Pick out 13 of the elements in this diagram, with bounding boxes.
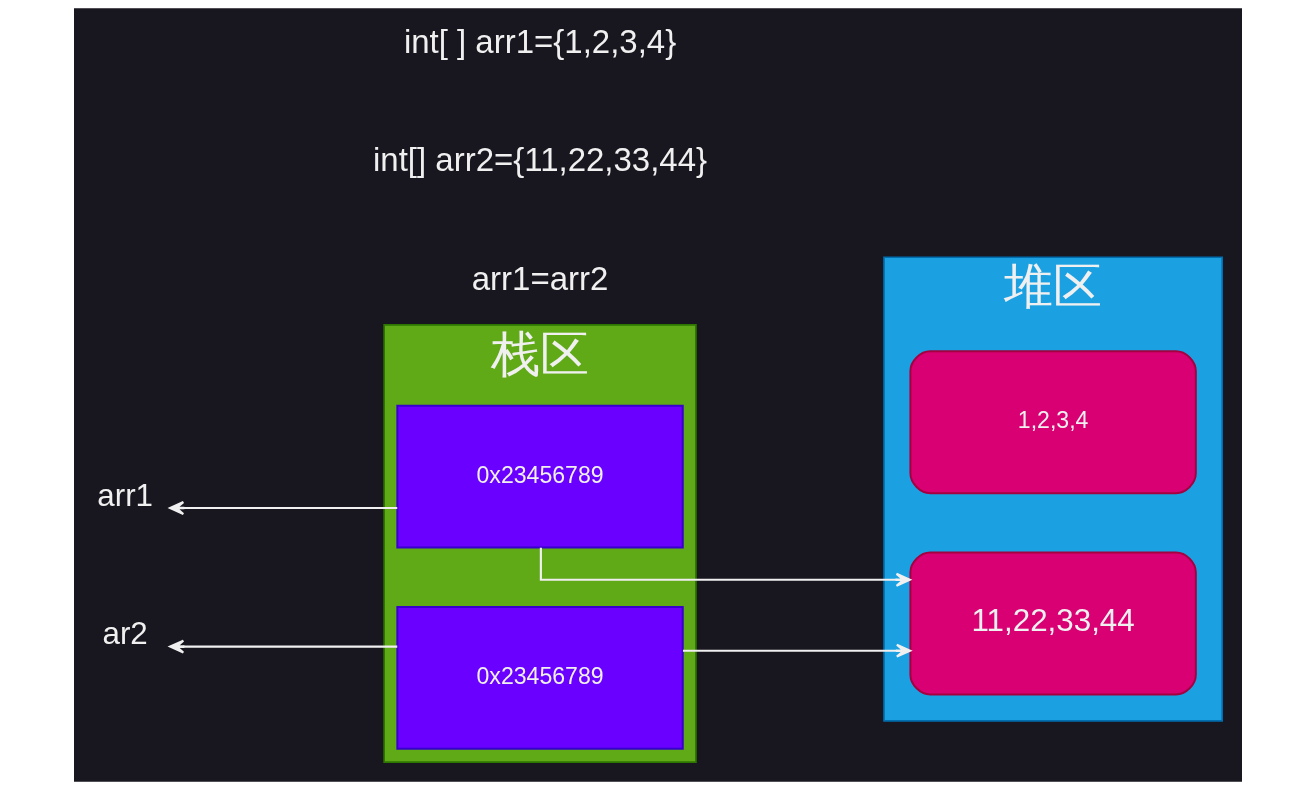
arrow <box>168 639 397 654</box>
label: arr1=arr2 <box>471 260 608 298</box>
node-text: arr1 <box>96 477 153 513</box>
label: int[ ] arr1={1,2,3,4} <box>403 22 676 60</box>
node-text: ar2 <box>102 616 148 652</box>
node-box: 0x23456789 <box>395 404 684 549</box>
arrow <box>539 547 911 587</box>
arrow <box>682 643 911 658</box>
node-box: 0x23456789 <box>395 606 684 750</box>
node-box: 1,2,3,4 <box>908 350 1197 495</box>
label: int[] arr2={11,22,33,44} <box>372 141 707 179</box>
node-box: 11,22,33,44 <box>908 551 1197 696</box>
arrow <box>168 501 397 515</box>
